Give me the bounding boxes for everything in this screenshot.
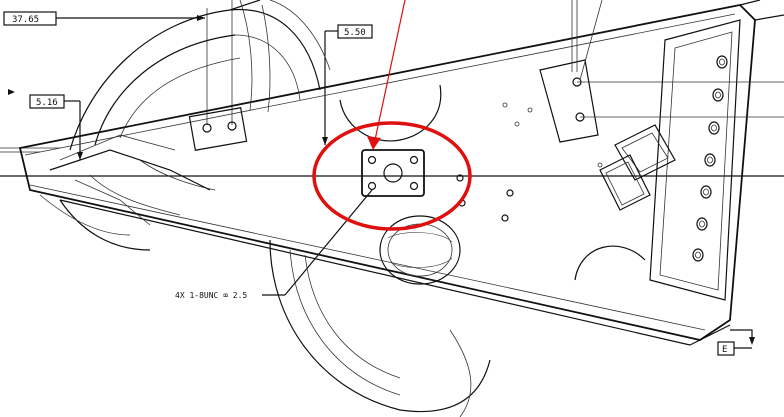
highlight-ellipse: [312, 121, 472, 231]
flange-hole: [692, 248, 704, 262]
right-flange: [649, 19, 741, 301]
left-rib-section: [49, 134, 211, 226]
small-holes: [456, 102, 603, 222]
dimension-5-16: 5.16: [29, 94, 83, 160]
hole-callout-text: 4X 1-8UNC ⌧ 2.5: [175, 291, 247, 300]
dimension-5-50-text: 5.50: [344, 28, 366, 38]
dimension-37-65-text: 37.65: [12, 15, 39, 25]
panel-body: [18, 0, 784, 346]
bracket-right: [539, 0, 784, 143]
flange-hole: [696, 217, 708, 231]
flange-hole-inner: [719, 58, 725, 66]
flange-hole: [712, 88, 724, 102]
flange-hole-inner: [711, 124, 717, 132]
cutout-upper: [339, 84, 442, 142]
flange-hole-inner: [707, 156, 713, 164]
highlight-arrow-line: [374, 0, 406, 141]
highlight-arrow-head: [367, 136, 381, 150]
connector-blocks: [599, 124, 676, 211]
flange-hole: [708, 121, 720, 135]
highlight-annotation: [312, 0, 472, 231]
flange-hole-inner: [715, 91, 721, 99]
duct-lower: [39, 159, 491, 417]
bracket-left: [188, 107, 248, 151]
view-label-e-text: E: [722, 345, 727, 355]
cutout-right-lower: [574, 245, 646, 281]
view-label-e: E: [717, 329, 755, 356]
hole-callout: 4X 1-8UNC ⌧ 2.5: [175, 189, 373, 300]
dimension-5-16-text: 5.16: [36, 98, 58, 108]
mounting-plate: [361, 149, 425, 197]
flange-hole-inner: [699, 220, 705, 228]
flange-hole-inner: [703, 188, 709, 196]
view-arrow-left: [8, 89, 15, 95]
flange-hole-inner: [695, 251, 701, 259]
dimension-37-65: 37.65: [3, 0, 233, 125]
flange-hole: [716, 55, 728, 69]
duct-upper: [69, 0, 331, 151]
flange-hole: [704, 153, 716, 167]
flange-hole: [700, 185, 712, 199]
